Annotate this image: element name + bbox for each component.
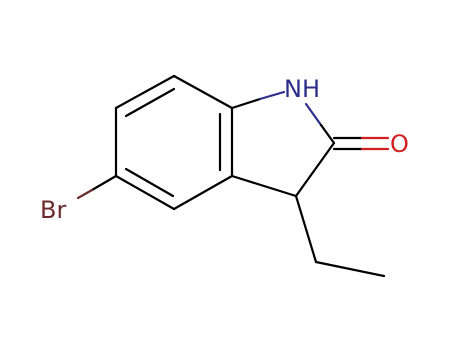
bond-c4-c5 bbox=[114, 174, 176, 211]
bond-c1-n-colored bbox=[258, 90, 286, 101]
atom-nitrogen-h: NH bbox=[284, 75, 320, 103]
bond-c5-br bbox=[90, 174, 118, 192]
bond-c3a-c4 bbox=[172, 174, 234, 211]
bond-c7-c7a bbox=[114, 74, 176, 110]
bond-c3-c3a bbox=[230, 174, 298, 198]
atom-oxygen: O bbox=[390, 130, 409, 158]
bond-c4-c5-inner bbox=[124, 167, 175, 198]
bond-c1-n bbox=[230, 97, 262, 110]
bond-c7-c7a-inner bbox=[124, 87, 176, 118]
bond-c5-br-colored bbox=[76, 188, 94, 200]
bond-c3-ch2 bbox=[294, 194, 318, 264]
bond-c7a-c1 bbox=[172, 74, 234, 110]
atom-bromine: Br bbox=[40, 196, 66, 224]
bond-ch2-ch3 bbox=[314, 260, 386, 278]
bond-n-c2 bbox=[319, 123, 336, 145]
bond-n-c2-colored bbox=[304, 102, 323, 127]
bond-c2-c3 bbox=[294, 141, 336, 198]
